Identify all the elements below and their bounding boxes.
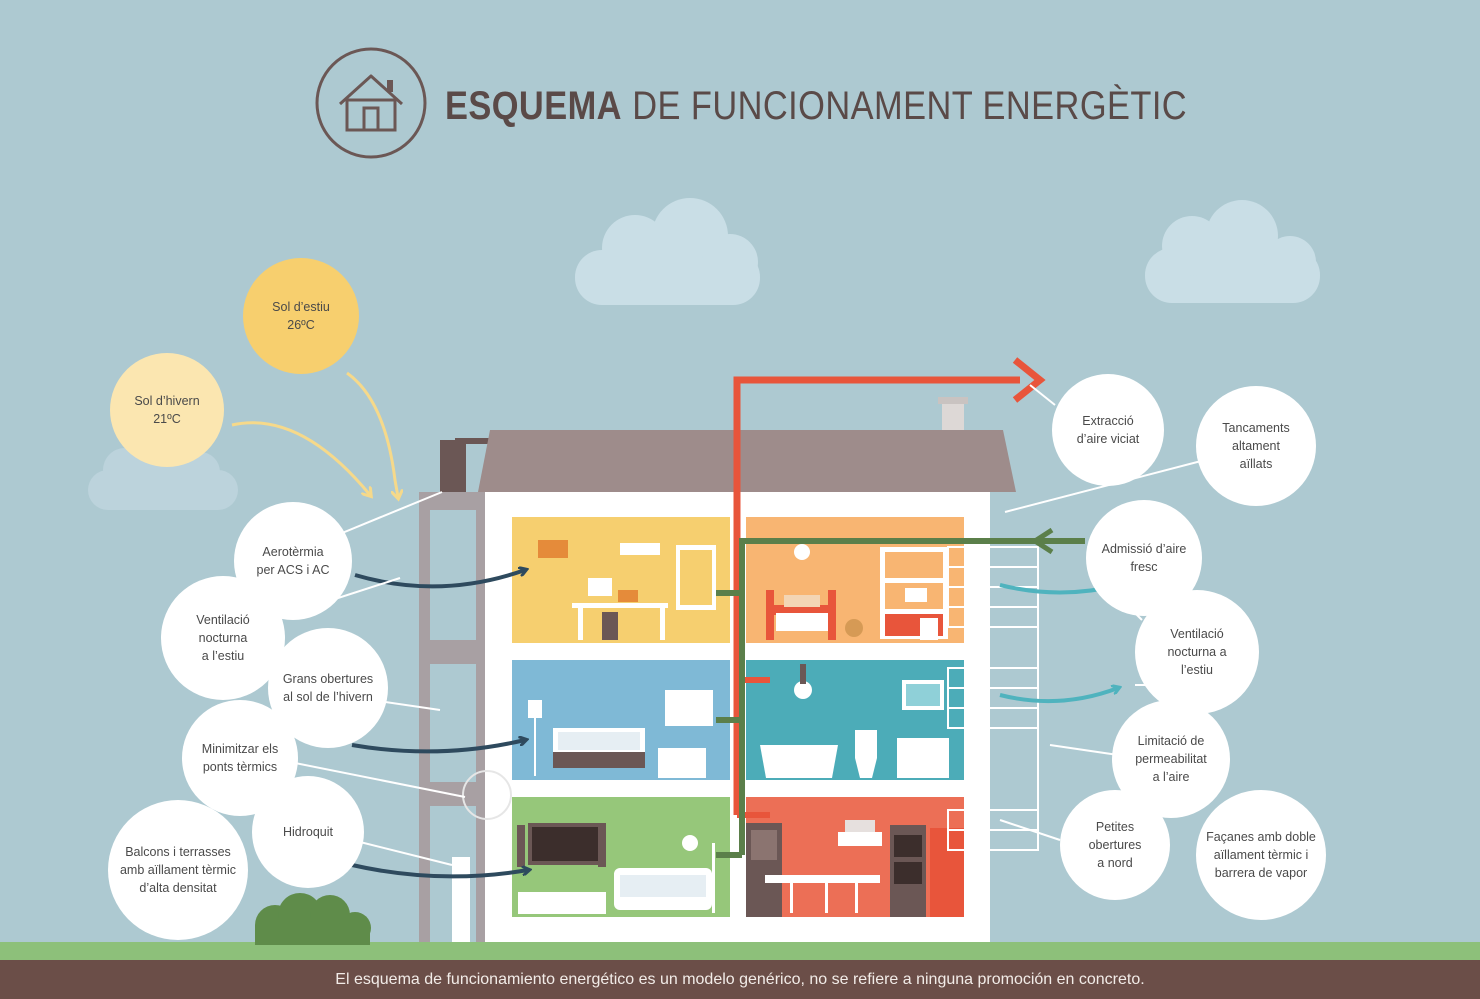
airflow-arrow bbox=[354, 570, 525, 589]
summer-sun-icon bbox=[243, 258, 359, 374]
kitchen-furniture bbox=[746, 820, 964, 917]
title-bold: ESQUEMA bbox=[445, 83, 622, 128]
winter-sun-label: Sol d’hivern 21ºC bbox=[134, 393, 200, 426]
page-title: ESQUEMA DE FUNCIONAMENT ENERGÈTIC bbox=[445, 78, 1187, 134]
title-rest: DE FUNCIONAMENT ENERGÈTIC bbox=[632, 83, 1188, 128]
balcony-structure bbox=[419, 430, 523, 942]
cloud-icon bbox=[1145, 200, 1320, 303]
label-petites: Petites obertures a nord bbox=[1060, 790, 1170, 900]
bedroom-furniture bbox=[528, 690, 713, 778]
kids-room-furniture bbox=[766, 544, 948, 640]
label-hidroquit: Hidroquit bbox=[252, 776, 364, 888]
label-ventilacio-right: Ventilació nocturna a l’estiu bbox=[1135, 590, 1259, 714]
hidroquit-tank bbox=[452, 857, 470, 942]
bathroom-furniture bbox=[760, 664, 949, 778]
ground bbox=[0, 942, 1480, 962]
disclaimer-text: El esquema de funcionamiento energético … bbox=[335, 970, 1145, 988]
cool-air-arrow bbox=[999, 688, 1118, 704]
cloud-icon bbox=[575, 198, 760, 305]
label-ventilacio-left: Ventilació nocturna a l’estiu bbox=[161, 576, 285, 700]
fresh-air-duct bbox=[716, 527, 1085, 858]
winter-sun-ray bbox=[231, 421, 370, 495]
bush-icon bbox=[255, 893, 371, 945]
leader-lines bbox=[269, 384, 1206, 866]
airflow-arrow bbox=[351, 863, 528, 879]
roof bbox=[478, 430, 1016, 492]
label-facanes: Façanes amb doble aïllament tèrmic i bar… bbox=[1196, 790, 1326, 920]
office-furniture bbox=[538, 540, 716, 640]
chimney bbox=[942, 403, 964, 430]
label-balcons: Balcons i terrasses amb aïllament tèrmic… bbox=[108, 800, 248, 940]
disclaimer-footer: El esquema de funcionamiento energético … bbox=[0, 960, 1480, 999]
label-tancaments: Tancaments altament aïllats bbox=[1196, 386, 1316, 506]
facade-windows bbox=[947, 546, 1039, 851]
living-room-furniture bbox=[517, 823, 715, 914]
house-icon bbox=[315, 47, 427, 159]
airflow-arrow bbox=[351, 740, 525, 754]
label-extraccio: Extracció d’aire viciat bbox=[1052, 374, 1164, 486]
winter-sun-icon bbox=[110, 353, 224, 467]
summer-sun-ray bbox=[346, 371, 398, 497]
thermal-bridge-marker bbox=[462, 770, 512, 820]
summer-sun-label: Sol d’estiu 26ºC bbox=[272, 299, 330, 332]
